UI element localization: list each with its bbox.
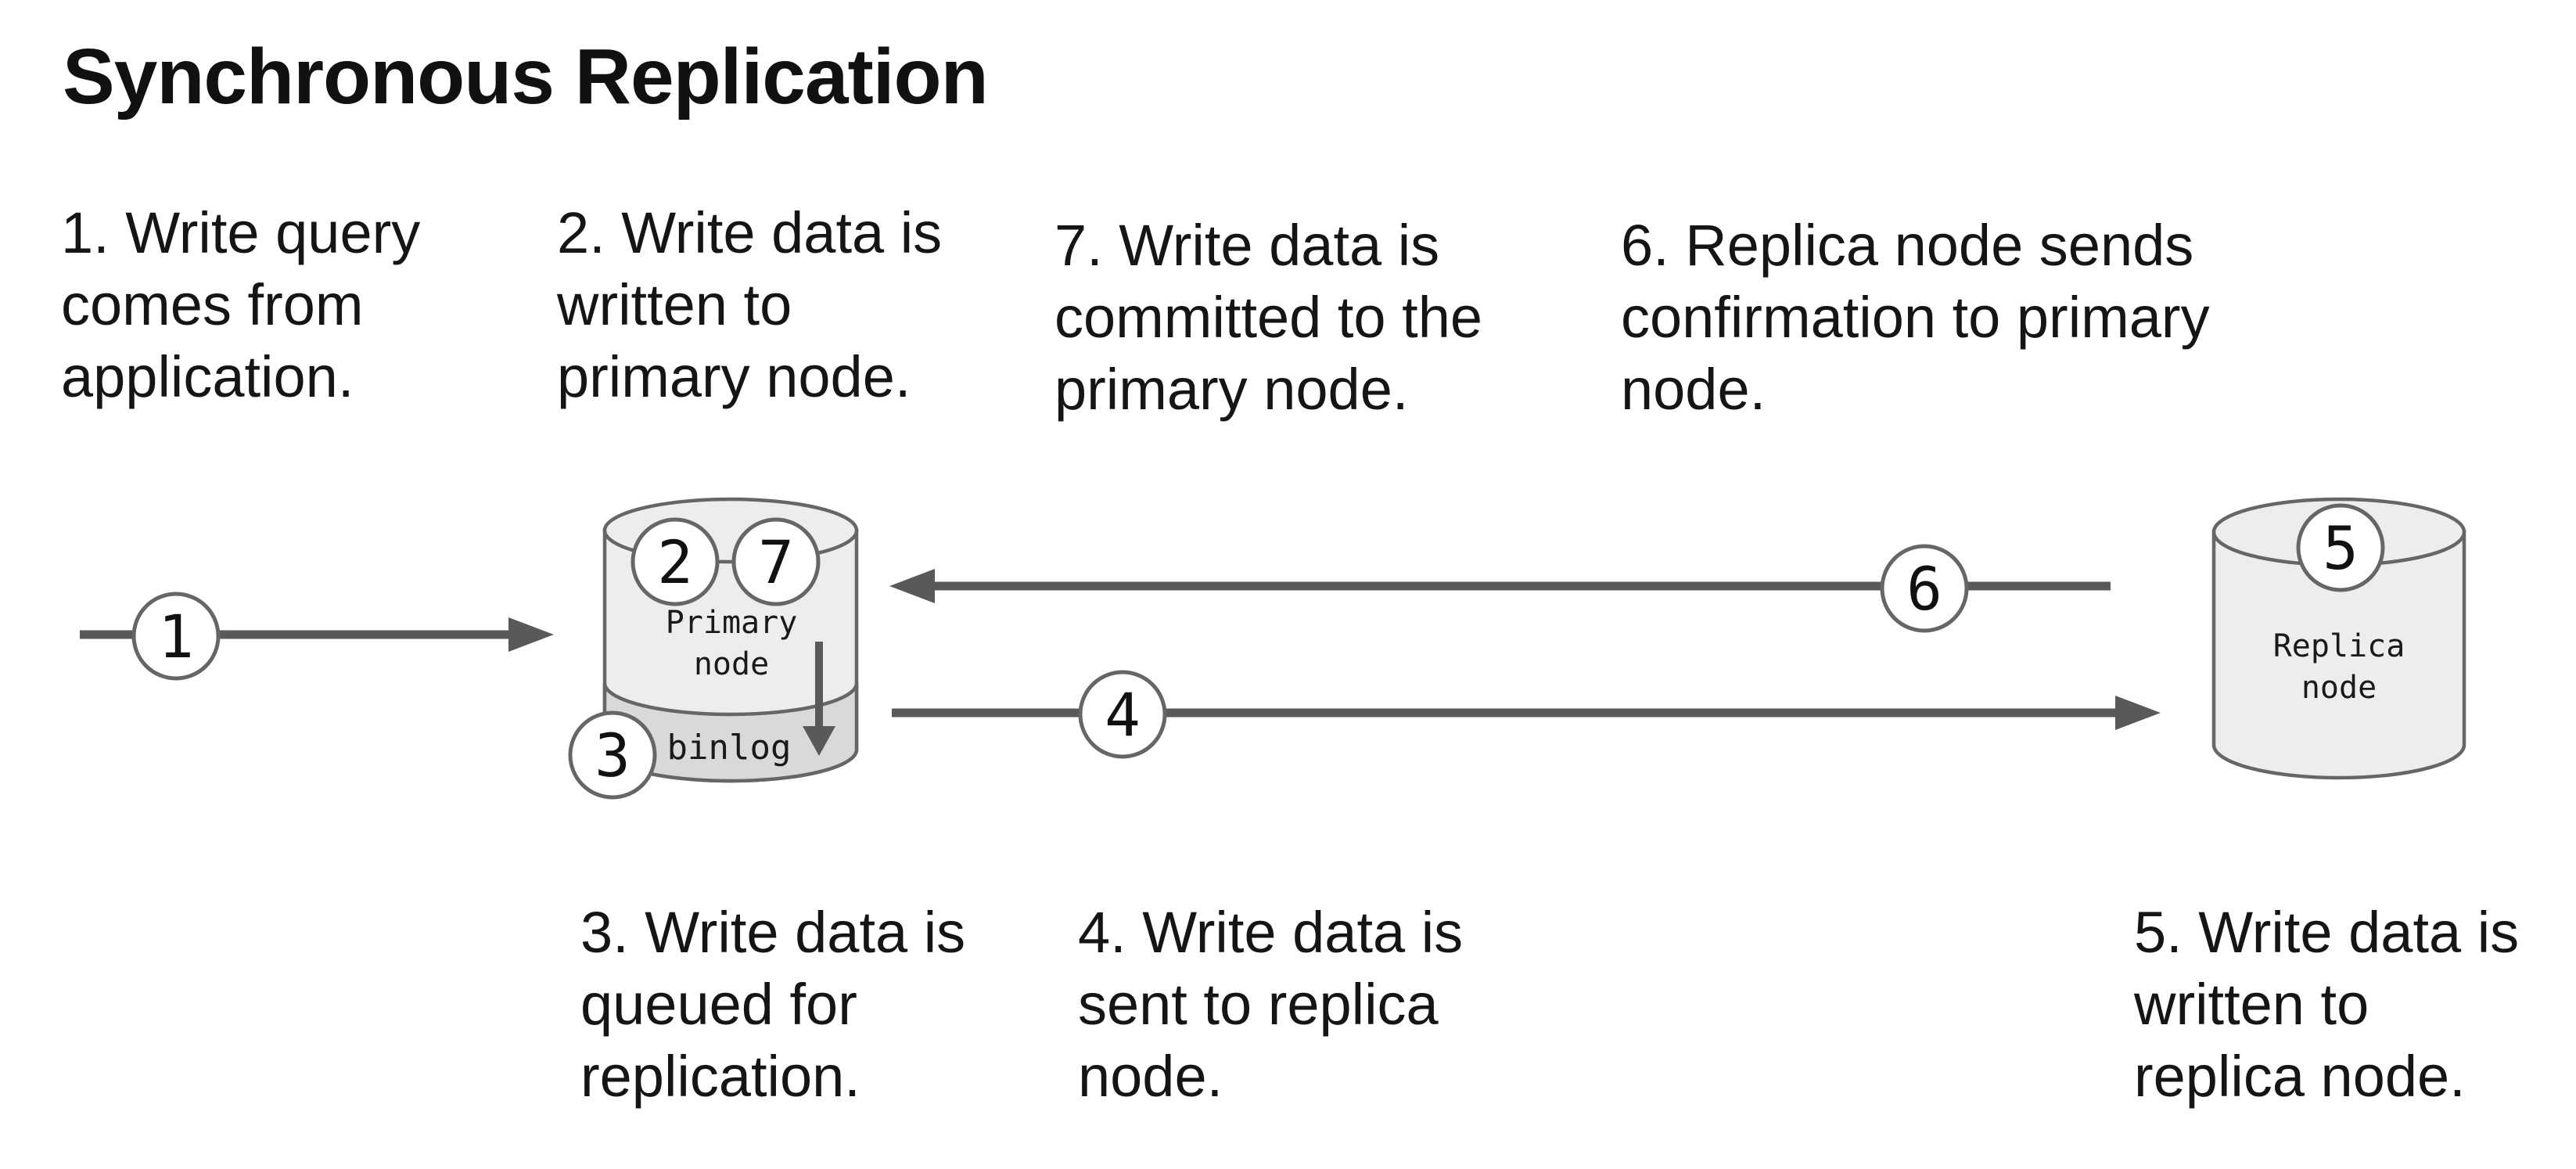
marker-6-digit: 6	[1906, 554, 1942, 624]
step-caption-4: 4. Write data is sent to replica node.	[1078, 900, 1464, 1109]
marker-5: 5	[2296, 503, 2385, 592]
marker-2-digit: 2	[657, 527, 693, 597]
marker-3: 3	[568, 710, 657, 800]
step-caption-6: 6. Replica node sends confirmation to pr…	[1621, 213, 2210, 422]
step-caption-1: 1. Write query comes from application.	[61, 200, 421, 409]
marker-4-digit: 4	[1105, 680, 1141, 750]
step-caption-2: 2. Write data is written to primary node…	[557, 200, 943, 409]
replica-cylinder-body	[2211, 530, 2466, 780]
marker-7: 7	[731, 517, 821, 606]
marker-1: 1	[131, 592, 221, 681]
marker-1-digit: 1	[158, 602, 194, 671]
step-caption-3: 3. Write data is queued for replication.	[580, 900, 966, 1109]
marker-7-digit: 7	[758, 527, 794, 597]
marker-5-digit: 5	[2323, 513, 2359, 583]
arrow-binlog-down	[803, 642, 835, 756]
step-caption-7: 7. Write data is committed to the primar…	[1054, 213, 1483, 422]
primary-node-label: Primary node	[665, 605, 798, 682]
marker-3-digit: 3	[595, 721, 631, 790]
page-title: Synchronous Replication	[63, 33, 989, 120]
marker-2: 2	[631, 517, 720, 606]
binlog-label: binlog	[666, 728, 792, 768]
replica-node-label: Replica node	[2272, 628, 2405, 706]
marker-6: 6	[1880, 544, 1969, 633]
primary-binlog-band	[602, 682, 859, 783]
marker-4: 4	[1078, 670, 1167, 759]
step-caption-5: 5. Write data is written to replica node…	[2134, 900, 2520, 1109]
